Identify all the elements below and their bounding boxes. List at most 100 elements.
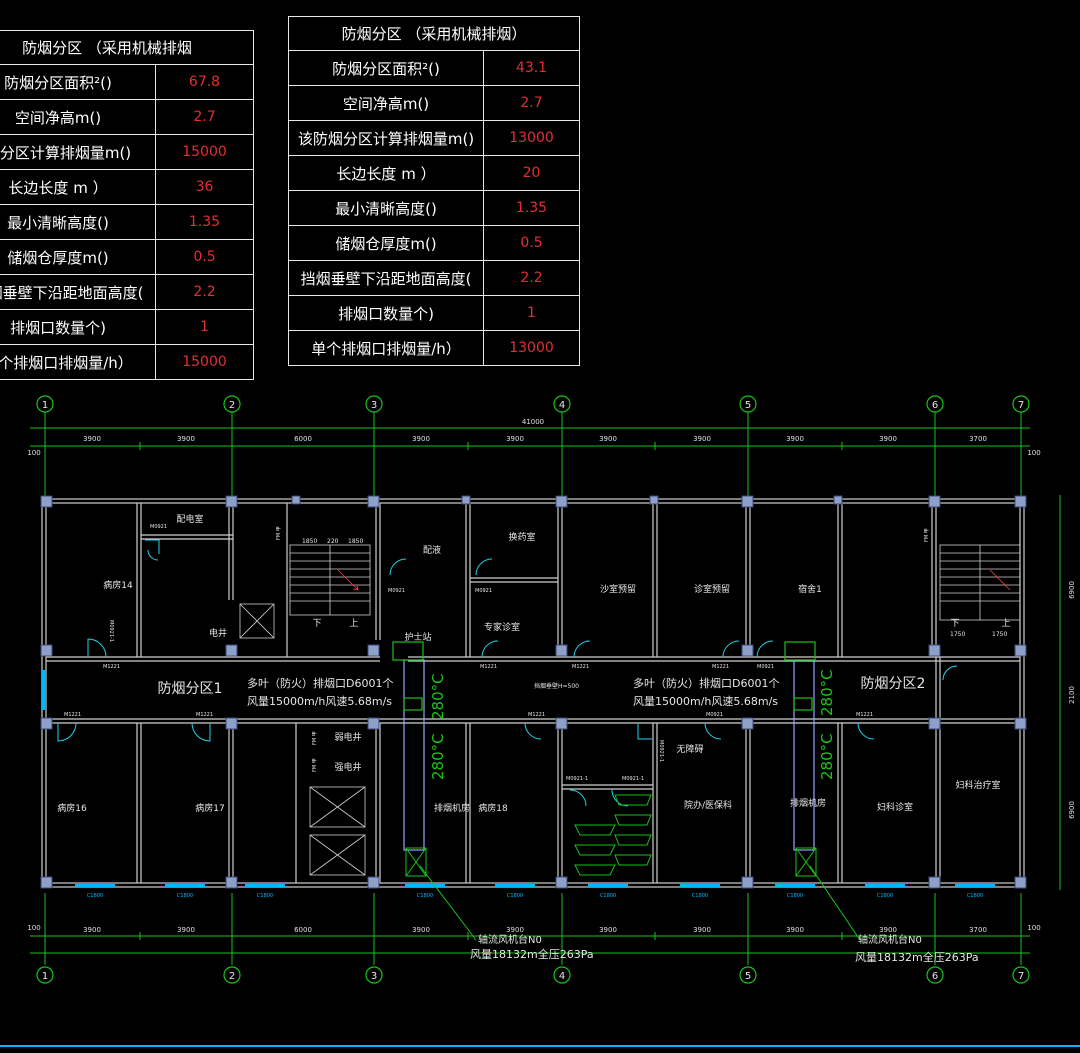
table-row: 最小清晰高度()1.35 [288,190,580,226]
axis-label: 3 [371,971,377,982]
table-row: 最小清晰高度()1.35 [0,204,254,240]
stair-dim: 1750 [950,631,965,638]
axis-label: 6 [932,971,938,982]
door-tag: M1221 [64,712,81,718]
outlet-note: 风量15000m/h风速5.68m/s [247,695,392,708]
table1-value: 1 [155,309,254,345]
smoke-zone-table-2: 防烟分区 （采用机械排烟） 防烟分区面积²()43.1 空间净高m()2.7 该… [288,16,580,366]
dim-edge: 100 [27,449,40,457]
window-tag: C1800 [692,893,708,899]
dim-text: 3700 [969,435,987,443]
dim-text: 3900 [83,926,101,934]
door-tag: M0921-1 [566,776,588,782]
window-tag: C1800 [787,893,803,899]
window-tag: C1800 [877,893,893,899]
room-label: 院办/医保科 [684,799,732,811]
window-tag: C1800 [507,893,523,899]
dim-text: 3700 [969,926,987,934]
dim-edge: 100 [1027,924,1040,932]
room-label: 病房14 [103,579,133,591]
fan-note: 轴流风机台N0 [478,933,542,946]
outlet-note: 多叶（防火）排烟口D6001个 [633,676,779,690]
stair-label: 下 [312,619,321,629]
stair-dim: 1850 [348,538,363,545]
temp-label: 280°C [818,733,836,780]
stair-label: 下 [950,619,959,629]
table1-value: 67.8 [155,64,254,100]
walls [41,498,1025,888]
axis-label: 1 [42,400,48,411]
dim-text: 3900 [693,926,711,934]
dim-text: 6000 [294,926,312,934]
door-tag: M0921 [757,664,774,670]
table1-value: 1.35 [155,204,254,240]
axis-label: 1 [42,971,48,982]
axis-label: 4 [559,971,565,982]
dim-text: 3900 [83,435,101,443]
axis-label: 4 [559,400,565,411]
room-label: 强电井 [334,761,361,773]
axis-label: 6 [932,400,938,411]
table-row: 储烟仓厚度m()0.5 [0,239,254,275]
elevator [239,603,366,876]
table-row: 长边长度 m ）36 [0,169,254,205]
window-tag: C1800 [600,893,616,899]
table1-label: 长边长度 m ） [0,169,156,205]
axis-label: 2 [229,971,235,982]
stair-dim: 1850 [302,538,317,545]
axis-bubbles-bottom [36,966,1030,984]
doors [57,539,958,807]
axis-label: 3 [371,400,377,411]
table2-label: 防烟分区面积²() [288,50,484,86]
room-label: 换药室 [508,531,535,543]
windows [42,670,995,887]
room-label: 宿舍1 [798,583,822,595]
table1-value: 2.2 [155,274,254,310]
dim-text: 3900 [879,435,897,443]
dim-text: 3900 [599,435,617,443]
table2-value: 43.1 [483,50,580,86]
door-tag: FM 甲 [312,731,318,745]
table1-value: 36 [155,169,254,205]
temp-label: 280°C [429,733,447,780]
stair-right [939,544,1021,621]
axis-label: 7 [1018,400,1024,411]
axis-grid [30,412,1061,965]
curtain-note: 挡烟垂壁H=500 [534,682,579,690]
table1-label: 烟分区计算排烟量m() [0,134,156,170]
table2-label: 最小清晰高度() [288,190,484,226]
dim-text: 3900 [412,435,430,443]
dim-text: 3900 [879,926,897,934]
table-row: 挡烟垂壁下沿距地面高度(2.2 [0,274,254,310]
dim-text: 3900 [786,435,804,443]
dim-text: 3900 [786,926,804,934]
door-tag: M1221 [856,712,873,718]
window-tag: C1800 [177,893,193,899]
dim-text: 3900 [506,926,524,934]
room-label: 护士站 [404,631,431,643]
room-label: 诊室预留 [694,583,730,595]
table1-value: 2.7 [155,99,254,135]
room-label: 配液 [423,544,441,556]
dim-text: 3900 [506,435,524,443]
dim-text: 3900 [177,435,195,443]
table1-label: 单个排烟口排烟量/h） [0,344,156,380]
door-tag: FM 甲 [924,528,930,542]
table2-value: 13000 [483,330,580,366]
stair-left [289,544,371,616]
axis-label: 2 [229,400,235,411]
dim-total: 41000 [522,418,544,426]
room-label: 排烟机房 [790,797,826,809]
door-tag: FM 甲 [276,526,282,540]
table2-label: 单个排烟口排烟量/h） [288,330,484,366]
room-label: 妇科诊室 [877,801,913,813]
dim-text: 3900 [693,435,711,443]
axis-label: 5 [745,971,751,982]
room-label: 电井 [209,627,227,639]
smoke-zone-table-1: 防烟分区 （采用机械排烟 防烟分区面积²()67.8 空间净高m()2.7 烟分… [0,30,254,380]
room-label: 病房17 [195,802,224,814]
axis-label: 5 [745,400,751,411]
table2-title: 防烟分区 （采用机械排烟） [288,16,580,51]
room-label: 病房16 [57,802,87,814]
